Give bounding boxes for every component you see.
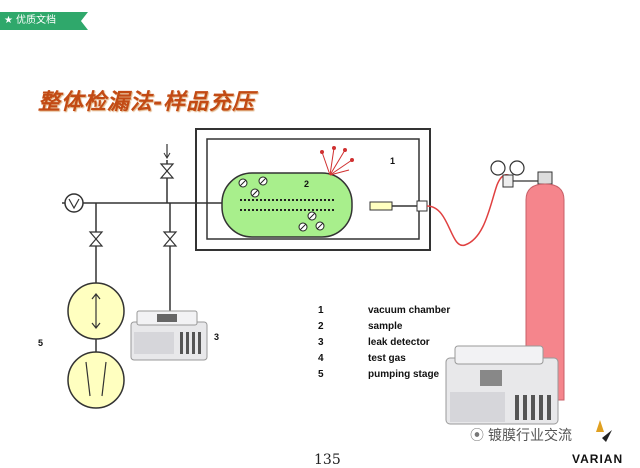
callout-5: 5: [38, 338, 43, 348]
top-bar: ★优质文档: [0, 0, 640, 40]
sample-screws: [238, 176, 325, 232]
wechat-icon: ⦿: [470, 427, 484, 443]
regulator-gauge-right: [509, 160, 525, 176]
pump-valve: [88, 231, 104, 247]
callout-1: 1: [390, 156, 395, 166]
gas-hose: [426, 174, 513, 246]
watermark: ⦿镀膜行业交流: [470, 427, 572, 443]
feedthrough-connector: [369, 201, 393, 211]
leak-detector-large: [445, 345, 559, 425]
page-title: 整体检漏法-样品充压: [38, 89, 256, 115]
leak-detector-small: [130, 310, 208, 361]
leak-arrows: [320, 146, 354, 176]
callout-2: 2: [304, 179, 309, 189]
regulator-gauge-left: [490, 160, 506, 176]
page-number: 135: [314, 452, 341, 468]
callout-3: 3: [214, 332, 219, 342]
brand-name: VARIAN: [572, 452, 624, 466]
badge-label: 优质文档: [15, 15, 56, 26]
cylinder-valve: [537, 171, 553, 185]
regulator-body: [502, 174, 514, 188]
pressure-gauge: [64, 193, 84, 213]
backing-pump: [67, 351, 125, 409]
wall-fitting: [416, 200, 428, 212]
varian-logo-mark: [596, 420, 612, 442]
quality-doc-badge: ★优质文档: [0, 12, 88, 30]
detector-valve: [162, 231, 178, 247]
inlet-valve: [159, 163, 175, 179]
star-icon: ★: [4, 15, 13, 26]
